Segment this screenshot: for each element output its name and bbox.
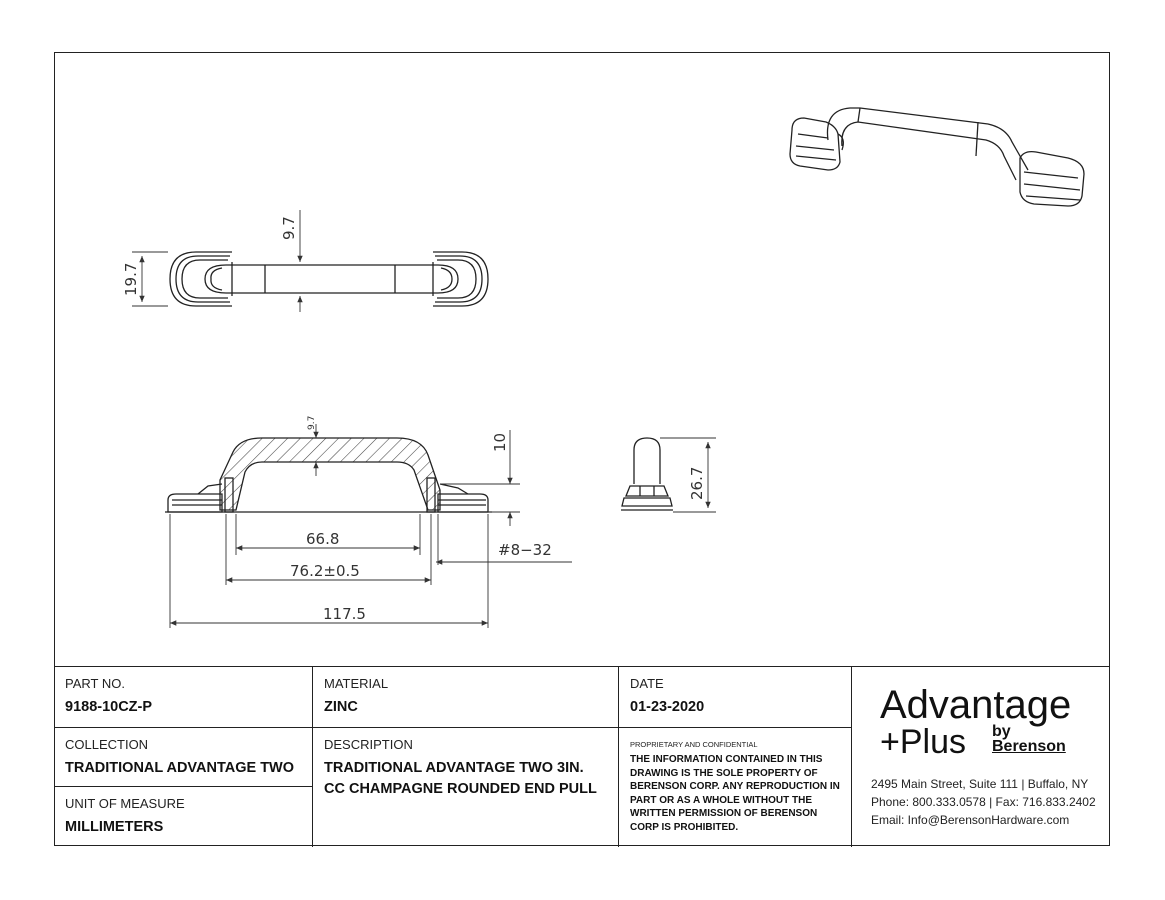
collection-label: COLLECTION <box>65 737 149 752</box>
date-value: 01-23-2020 <box>630 699 705 715</box>
dim-front-clearance: 10 <box>491 433 509 452</box>
brand-by: by <box>992 723 1011 740</box>
brand-logo-line-2: +Plus <box>880 723 966 761</box>
dim-center-to-center: 76.2±0.5 <box>290 562 360 580</box>
unit-value: MILLIMETERS <box>65 819 164 835</box>
brand-logo-line-1: Advantage <box>880 683 1072 727</box>
date-label: DATE <box>630 676 664 691</box>
material-label: MATERIAL <box>324 676 389 691</box>
top-view <box>169 251 489 307</box>
brand-company: Berenson <box>992 738 1066 755</box>
part-no-label: PART NO. <box>65 676 125 691</box>
material-value: ZINC <box>324 699 358 715</box>
front-view <box>165 437 492 513</box>
dim-inner-span: 66.8 <box>306 530 339 548</box>
brand-phone: Phone: 800.333.0578 | Fax: 716.833.2402 <box>871 795 1096 809</box>
collection-cell: COLLECTION TRADITIONAL ADVANTAGE TWO <box>54 728 312 786</box>
dim-top-width: 19.7 <box>122 263 140 296</box>
brand-address: 2495 Main Street, Suite 111 | Buffalo, N… <box>871 777 1089 791</box>
material-cell: MATERIAL ZINC <box>313 667 618 727</box>
top-view-dimensions <box>132 210 303 312</box>
brand-email: Email: Info@BerensonHardware.com <box>871 813 1070 827</box>
description-label: DESCRIPTION <box>324 737 413 752</box>
part-no-cell: PART NO. 9188-10CZ-P <box>54 667 312 727</box>
brand-logo-company: by Berenson <box>992 723 1066 755</box>
description-line-2: CC CHAMPAGNE ROUNDED END PULL <box>324 781 597 797</box>
drawing-sheet-border <box>54 52 1110 846</box>
brand-cell: Advantage +Plus by Berenson 2495 Main St… <box>852 667 1110 847</box>
part-no-value: 9188-10CZ-P <box>65 699 153 715</box>
proprietary-heading: PROPRIETARY AND CONFIDENTIAL <box>630 740 758 749</box>
unit-cell: UNIT OF MEASURE MILLIMETERS <box>54 787 312 847</box>
date-cell: DATE 01-23-2020 <box>619 667 851 727</box>
dim-top-height: 9.7 <box>280 216 298 240</box>
dim-overall-length: 117.5 <box>323 605 366 623</box>
description-line-1: TRADITIONAL ADVANTAGE TWO 3IN. <box>324 760 584 776</box>
side-view-dimensions <box>660 437 716 513</box>
side-view <box>621 437 673 511</box>
isometric-view <box>789 107 1085 207</box>
title-block: PART NO. 9188-10CZ-P MATERIAL ZINC DATE … <box>54 666 1110 847</box>
dim-screw-thread: #8−32 <box>498 541 552 559</box>
unit-label: UNIT OF MEASURE <box>65 796 185 811</box>
dim-front-thickness: 9.7 <box>307 416 317 430</box>
front-view-dimensions <box>169 424 572 628</box>
proprietary-text: THE INFORMATION CONTAINED IN THIS DRAWIN… <box>630 754 840 833</box>
collection-value: TRADITIONAL ADVANTAGE TWO <box>65 760 295 776</box>
description-cell: DESCRIPTION TRADITIONAL ADVANTAGE TWO 3I… <box>313 728 618 847</box>
dim-side-height: 26.7 <box>688 467 706 500</box>
proprietary-cell: PROPRIETARY AND CONFIDENTIAL THE INFORMA… <box>619 667 851 847</box>
